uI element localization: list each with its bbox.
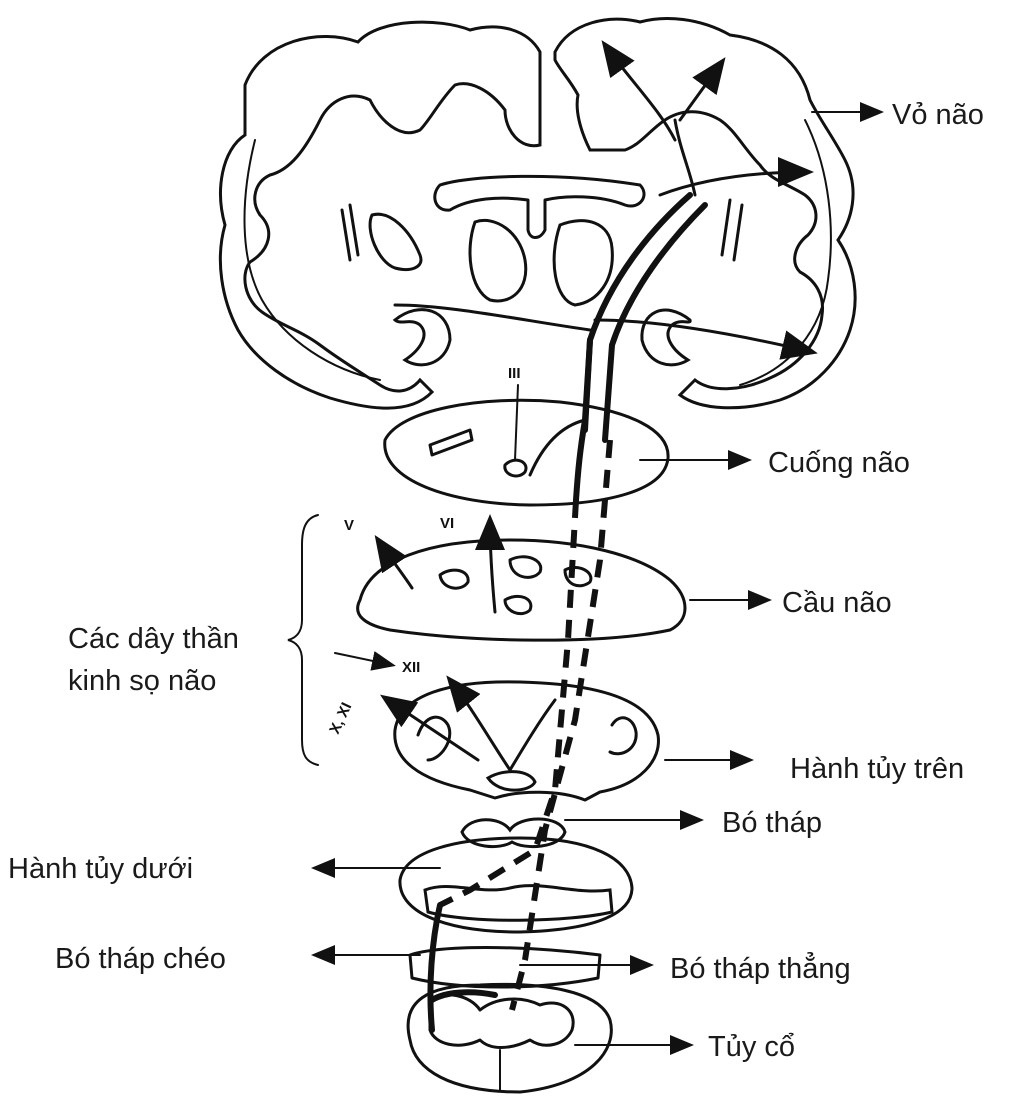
pons-outline [356,538,687,642]
label-tuy-co: Tủy cổ [708,1031,795,1063]
olive-left [416,715,452,762]
pons-nucleus-3 [503,594,533,616]
midbrain-outline [383,398,670,507]
label-vo-nao: Vỏ não [892,99,984,131]
label-hanh-tuy-duoi: Hành tủy dưới [8,853,193,885]
inner-cortex-line [243,139,381,381]
lower-medulla-outline [398,836,634,934]
cortex-outline [218,20,542,410]
fiber-lower-left [393,303,592,332]
label-cau-nao: Cầu não [782,587,892,619]
pons-nucleus-1 [438,568,470,590]
olive-right [608,716,638,756]
nerve-v-mark: V [344,517,354,534]
temporal-horn-left [392,308,452,367]
cord-gray-matter [428,993,575,1049]
nerve-xii-line-2 [508,698,557,772]
temporal-horn-right [640,308,692,367]
midbrain: III [383,365,752,507]
nerve-iii-line [514,384,519,461]
label-day-than-kinh-1: Các dây thần [68,623,239,655]
tract-direct-dashed [509,439,613,1011]
insula-left [340,203,360,262]
tract-crossed-solid [427,902,443,1033]
midbrain-nucleus [503,458,528,478]
upper-medulla-outline [393,680,660,802]
incoming-arrow [334,651,396,671]
pyramidal-tract [427,337,613,1033]
nerve-x-xi-arrow [380,694,480,762]
label-bo-thap-thang: Bó tháp thẳng [670,951,851,985]
fiber-to-top [601,40,677,142]
internal-capsule [582,192,693,433]
nerve-xii-mark: XII [402,659,420,676]
cord-upper-outline [408,946,602,989]
pyramids-top [460,817,567,849]
cord-lateral-bundle [429,989,498,1003]
label-cuong-nao: Cuống não [768,447,910,479]
lower-medulla [311,810,704,934]
pyramid-left [485,770,537,792]
brain-section [218,17,857,443]
pons-nucleus-4 [563,566,593,588]
fiber-lateral [658,157,814,197]
tract-crossed-dashed [438,499,579,908]
label-bo-thap-cheo: Bó tháp chéo [55,943,226,975]
insula-right [720,198,744,262]
internal-capsule-2 [602,202,708,443]
nerve-x-xi-mark: X, XI [326,700,355,737]
caudate-left [368,212,423,271]
midbrain-tract [528,418,587,477]
nerve-vi-arrow [475,514,506,614]
fiber-lower [593,318,818,360]
lateral-ventricle [433,174,646,239]
nerve-xii-arrow [446,675,512,772]
nerve-iii-mark: III [508,365,521,382]
lower-medulla-fill [423,884,614,922]
pons: V VI [344,514,772,642]
cortex-outline-right [553,17,857,410]
fiber-to-top-2 [678,57,726,122]
inner-cortex-line-r [739,119,832,386]
fiber-trunk [673,118,697,197]
nerve-vi-mark: VI [440,515,454,532]
upper-medulla: XII X, XI [326,651,754,802]
label-day-than-kinh-2: kinh sọ não [68,665,216,697]
cervical-cord [311,945,694,1094]
label-bo-thap: Bó tháp [722,807,822,839]
nerve-v-arrow [374,535,414,590]
pons-nucleus-2 [508,555,543,579]
label-hanh-tuy-tren: Hành tủy trên [790,753,964,785]
cord-outline [406,982,613,1094]
putamen-right [552,219,614,307]
cranial-nerve-brace [287,514,319,766]
midbrain-lobe [428,428,474,457]
putamen-left [468,219,528,303]
tract-descending [573,337,593,503]
